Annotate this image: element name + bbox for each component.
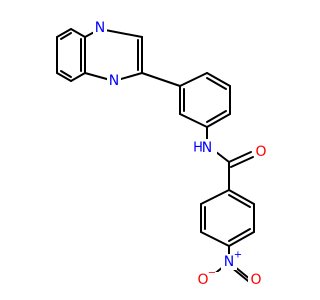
bond-a1-a2: [56, 28, 72, 38]
bond-layer: [56, 28, 255, 286]
nitro-n-charge: +: [234, 250, 242, 261]
bond-a4-a5: [70, 72, 86, 82]
bond-a1-a2-double: [60, 32, 72, 40]
n4-mask: [107, 73, 121, 89]
bond-carbonyl-o-double: [230, 156, 254, 168]
bond-c3-p1: [141, 72, 181, 87]
nitro-n-label: N: [224, 254, 234, 270]
bond-b3-b4: [200, 231, 230, 247]
bond-p5-p6: [179, 113, 208, 128]
bond-b6-b1: [228, 189, 255, 205]
nitro-o-left-label: O: [197, 272, 208, 288]
bond-b6-b1-double: [228, 194, 251, 208]
nh-mask: [191, 139, 217, 167]
bond-p4-p5-double: [206, 110, 227, 123]
amide-n-label: N: [202, 140, 212, 156]
o-right-mask: [248, 272, 264, 288]
amide-h-label: H: [193, 141, 203, 156]
o-left-mask: [198, 272, 218, 288]
bond-p1-p2: [179, 72, 208, 87]
quinoxaline-n4-label: N: [109, 73, 119, 89]
bond-a2-a3: [70, 28, 86, 38]
bond-b1-b2: [200, 189, 230, 205]
bond-a5-a6: [56, 72, 72, 82]
n1-mask: [93, 20, 107, 36]
nitro-n-mask: [221, 254, 237, 270]
o-carbonyl-mask: [254, 144, 268, 160]
bond-p4-p5: [206, 113, 231, 128]
bond-p2-p3-double: [206, 77, 227, 90]
quinoxaline-n1-label: N: [95, 20, 105, 36]
bond-b4-b5-double: [228, 228, 251, 242]
bond-b4-b5: [228, 231, 255, 247]
bond-p2-p3: [206, 72, 231, 87]
nitro-o-right-label: O: [250, 272, 261, 288]
bond-a5-a6-double: [60, 70, 72, 78]
bond-carbonyl-o: [228, 151, 252, 163]
nitro-o-left-charge: −: [208, 268, 216, 279]
carbonyl-o-label: O: [255, 144, 266, 160]
